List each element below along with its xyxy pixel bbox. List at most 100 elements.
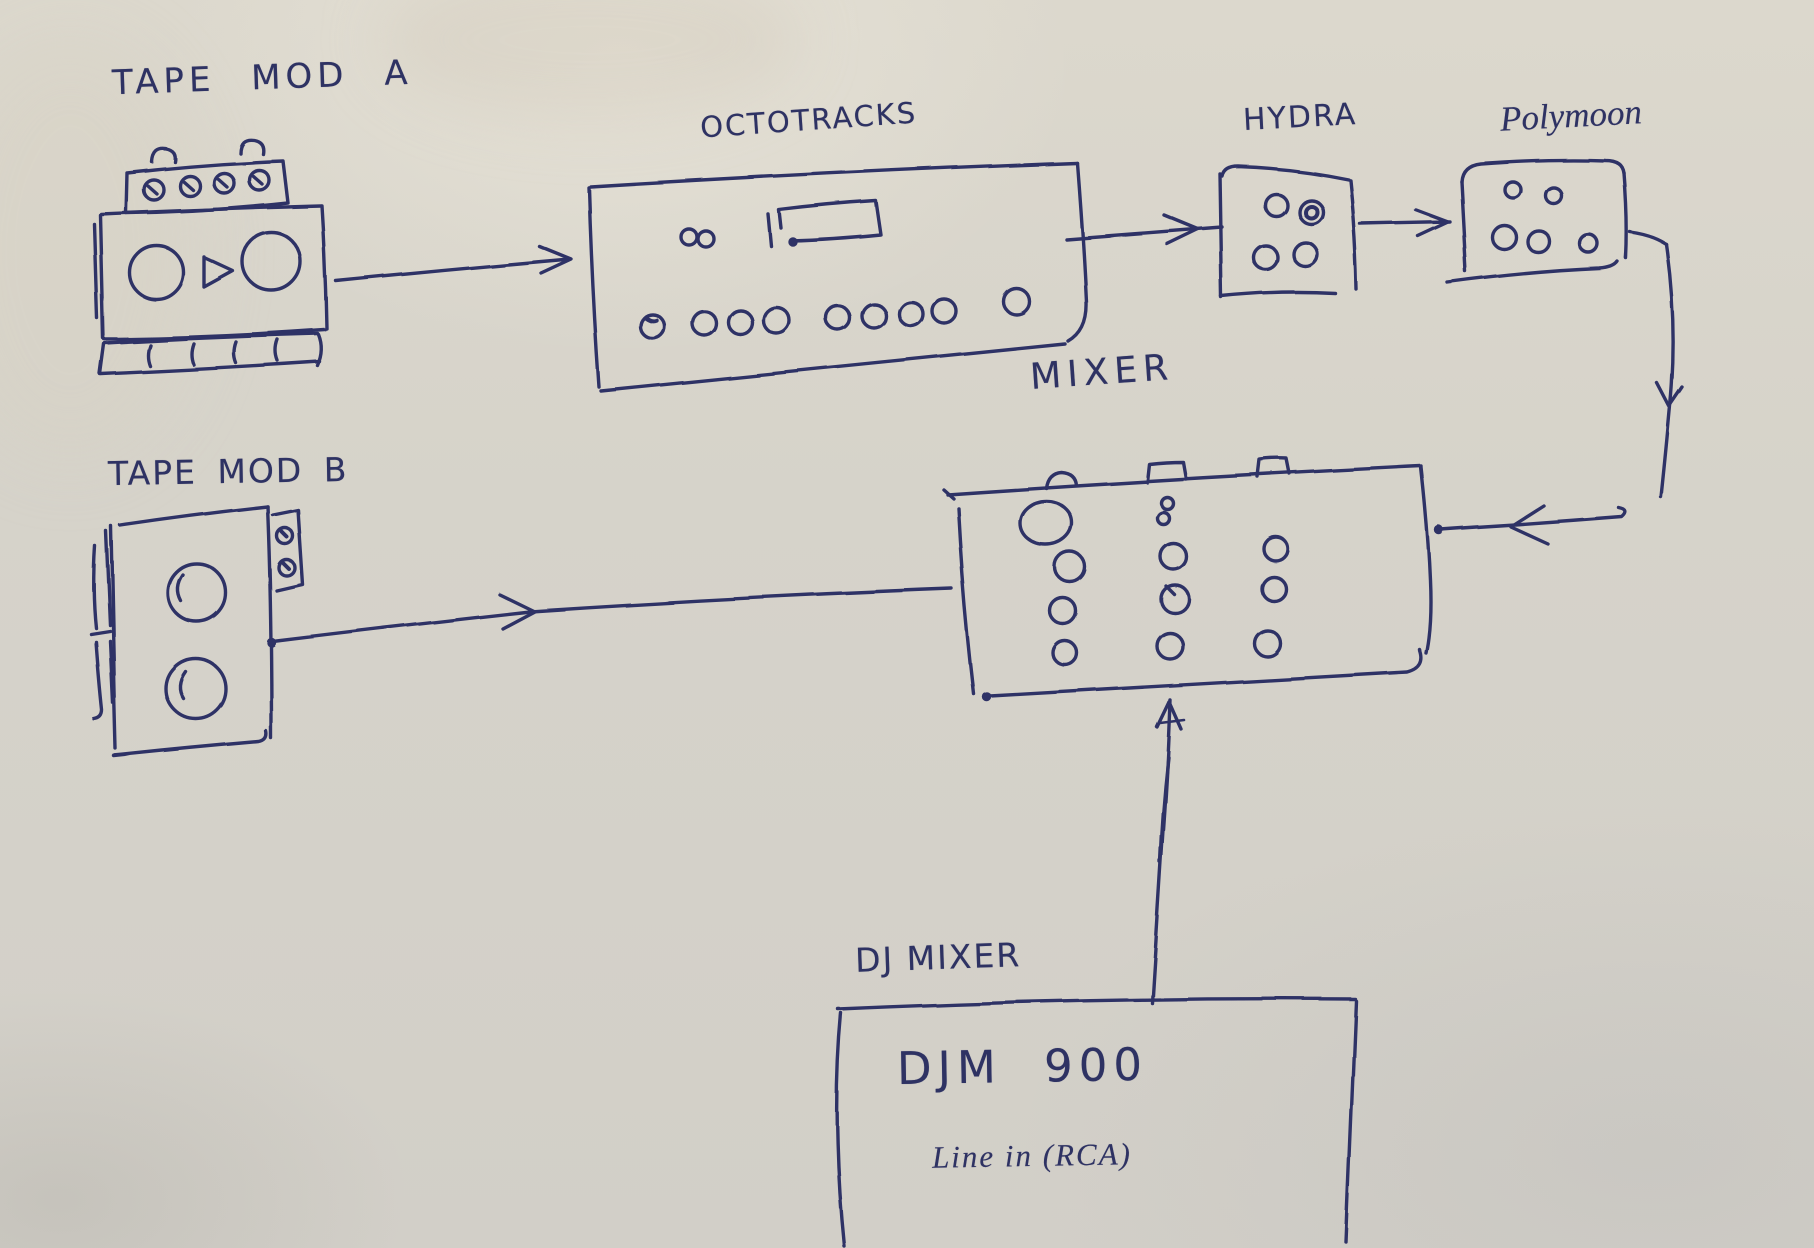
key-divider [146, 343, 152, 368]
knob [1292, 241, 1320, 269]
top-bump [238, 138, 265, 156]
box-outline [836, 997, 1357, 1011]
knob [1048, 596, 1078, 626]
key-divider [232, 340, 238, 365]
body-outline [99, 204, 323, 216]
side-strip [92, 544, 98, 630]
dj-mixer-input-label: Line in (RCA) [931, 1136, 1133, 1175]
box-outline [988, 647, 1423, 698]
dj-mixer-box [834, 997, 1358, 1248]
top-bump-round [1044, 470, 1078, 490]
knob [1502, 179, 1522, 199]
knob [142, 178, 166, 202]
body-outline [265, 504, 273, 740]
polymoon-label: Polymoon [1499, 92, 1643, 139]
line-end-dot [1434, 525, 1444, 535]
button [824, 304, 852, 332]
button [690, 309, 718, 337]
arrow-djmixer-to-mixer [1150, 698, 1186, 1005]
box-outline [956, 506, 976, 696]
key-divider [274, 338, 280, 363]
down-arrowhead [1655, 381, 1684, 408]
left-arrowhead [1509, 504, 1550, 546]
box-outline [1622, 171, 1629, 260]
knob [1526, 229, 1552, 255]
knob [1543, 185, 1563, 205]
screen [777, 199, 883, 243]
arrow-hydra-to-polymoon [1358, 208, 1452, 238]
box-outline [1459, 179, 1468, 274]
retrace [1158, 755, 1170, 864]
line-end-dot [982, 692, 992, 702]
infinity-glyph [696, 229, 716, 249]
knob [1261, 534, 1289, 562]
reel-top [166, 562, 228, 624]
knob-flag [1164, 584, 1176, 596]
knob [1155, 631, 1185, 661]
key-strip [98, 342, 106, 376]
dj-mixer-label: DJ MIXER [854, 935, 1022, 980]
screen [766, 212, 773, 248]
reel-curl [178, 670, 188, 701]
play-triangle [202, 255, 235, 289]
octotracks-box [587, 161, 1088, 393]
reel-left [127, 243, 185, 301]
knob-small [1155, 510, 1171, 526]
knob [1158, 541, 1188, 571]
top-notch [1256, 456, 1292, 479]
button [897, 300, 925, 328]
box-outline [599, 342, 1067, 393]
box-outline [834, 1011, 846, 1248]
reel-curl [176, 573, 185, 603]
box-outline [1446, 260, 1620, 285]
knob [1252, 628, 1282, 658]
down-line [1659, 242, 1675, 499]
infinity-glyph [679, 227, 699, 247]
key-strip [316, 333, 324, 368]
box-outline [1348, 178, 1359, 292]
box-outline [1419, 465, 1433, 655]
tab-knob [274, 525, 294, 545]
body-outline [112, 729, 269, 758]
top-notch [1145, 460, 1188, 484]
button [1002, 287, 1032, 317]
top-bump [150, 147, 177, 164]
button [930, 297, 958, 325]
knob [1051, 639, 1079, 667]
knob [212, 171, 236, 195]
left-line [1439, 506, 1628, 532]
box-outline [1459, 157, 1626, 183]
box-outline [589, 161, 1079, 189]
knob-small [1159, 495, 1175, 511]
hook [1628, 230, 1668, 246]
button [726, 308, 754, 336]
key-strip [99, 360, 322, 376]
polymoon-box [1446, 157, 1629, 285]
tab-knob [276, 557, 296, 577]
knob [1259, 574, 1287, 602]
tape-mod-a-device [92, 138, 329, 376]
knob [1490, 223, 1518, 251]
side-line [92, 222, 99, 320]
tape-mod-b-label: TAPE MOD B [107, 449, 349, 494]
key-divider [190, 342, 196, 367]
knob [178, 174, 202, 198]
hydra-label: HYDRA [1242, 97, 1358, 138]
cross-tick [1158, 718, 1186, 725]
box-outline [587, 186, 601, 389]
body-outline [320, 204, 329, 331]
knob [1159, 583, 1191, 615]
mixer-box [941, 456, 1433, 702]
side-strip [104, 529, 112, 627]
arrow-tapeA-to-octotracks [334, 244, 573, 283]
body-outline [109, 524, 118, 751]
knob [1252, 244, 1280, 272]
button [860, 302, 888, 330]
side-strip [92, 640, 104, 721]
arrow-octotracks-to-hydra [1064, 213, 1224, 246]
box-outline [1344, 999, 1358, 1244]
side-strip-tick [89, 629, 112, 636]
knob [1053, 550, 1087, 584]
